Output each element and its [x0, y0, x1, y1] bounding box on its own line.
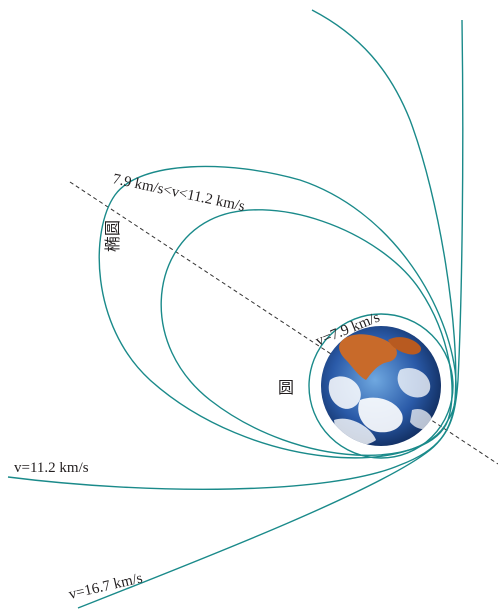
parabolic-trajectory — [7, 9, 457, 490]
circle-label: 圆 — [278, 378, 294, 397]
earth-cloud-5 — [410, 408, 433, 430]
parabola-speed-label: v=11.2 km/s — [14, 460, 89, 476]
inner-elliptical-orbit — [160, 209, 453, 456]
earth-cloud-1 — [328, 376, 361, 409]
earth-land-africa — [339, 334, 397, 380]
circular-orbit — [308, 313, 454, 459]
ellipse-speed-range-label: 7.9 km/s<v<11.2 km/s — [111, 171, 246, 215]
ellipse-label: 椭圆 — [103, 220, 122, 252]
hyperbolic-trajectory — [77, 19, 464, 609]
outer-elliptical-orbit — [98, 165, 457, 459]
earth-cloud-3 — [397, 367, 431, 398]
earth-globe-icon — [321, 326, 441, 446]
earth-cloud-2 — [358, 397, 403, 433]
hyperbola-speed-label: v=16.7 km/s — [67, 570, 144, 603]
major-axis-line — [69, 181, 498, 465]
earth-land-arabia — [388, 337, 422, 355]
